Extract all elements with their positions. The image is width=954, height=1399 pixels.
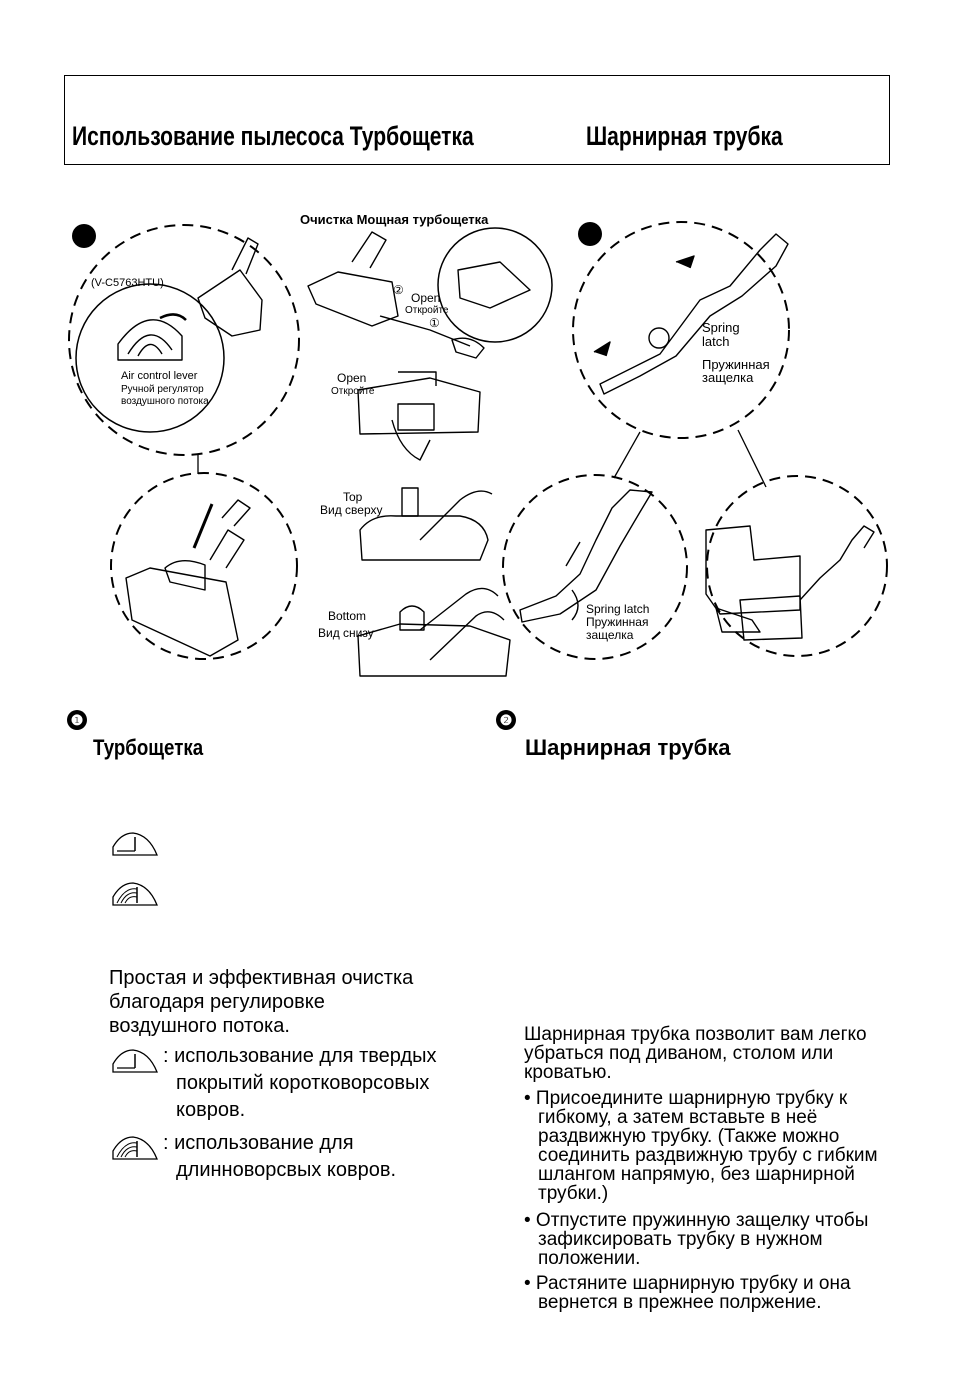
step-1-label: ① [429,317,440,330]
lever-short-icon [111,1048,159,1074]
section-1-number: ❶ [67,710,87,730]
air-lever-label-ru-2: воздушного потока [121,396,209,407]
section-2-number: ❷ [496,710,516,730]
section-1-intro-2: благодаря регулировке [109,990,325,1014]
section-1-intro-1: Простая и эффективная очистка [109,966,413,990]
lever-long-icon [111,881,159,907]
hard-floor-text-3: ковров. [176,1098,245,1122]
section-2-title: Шарнирная трубка [525,735,731,761]
spring-latch-label-en-1: Spring [702,321,740,334]
open-label-ru-2: Откройте [331,386,374,397]
step-2-label: ② [393,284,404,297]
top-view-label-ru: Вид сверху [320,504,383,517]
section-1-intro-3: воздушного потока. [109,1014,290,1038]
spring-latch-label2-ru-2: защелка [586,629,633,642]
model-label: (V-C5763HTU) [91,278,164,289]
lever-long-icon [111,1135,159,1161]
bottom-view-label-ru: Вид снизу [318,627,374,640]
section-2-bullet-1: • Присоедините шарнирную трубку к гибком… [524,1089,910,1203]
figure-caption: Очистка Мощная турбощетка [300,213,488,226]
air-lever-label-en: Air control lever [121,371,197,382]
section-1-title: Турбощетка [93,735,203,761]
air-lever-label-ru-1: Ручной регулятор [121,384,204,395]
lever-short-icon [111,831,159,857]
open-label-en-1: Open [411,292,440,305]
section-2-bullet-2: • Отпустите пружинную защелку чтобы зафи… [524,1211,910,1268]
long-carpet-text-2: длинноворсвых ковров. [176,1158,396,1182]
long-carpet-text-1: : использование для [163,1131,354,1155]
hard-floor-text-1: : использование для твердых [163,1044,437,1068]
section-2-paragraph: Шарнирная трубка позволит вам легко убра… [524,1025,896,1082]
hard-floor-text-2: покрытий коротковорсовых [176,1071,429,1095]
spring-latch-label-ru-2: защелка [702,371,753,384]
open-label-en-2: Open [337,372,366,385]
bottom-view-label-en: Bottom [328,610,366,623]
spring-latch-label-en-2: latch [702,335,729,348]
open-label-ru-1: Откройте [405,305,448,316]
illustration-figures [0,0,954,720]
section-2-bullet-3: • Растяните шарнирную трубку и она верне… [524,1274,910,1312]
